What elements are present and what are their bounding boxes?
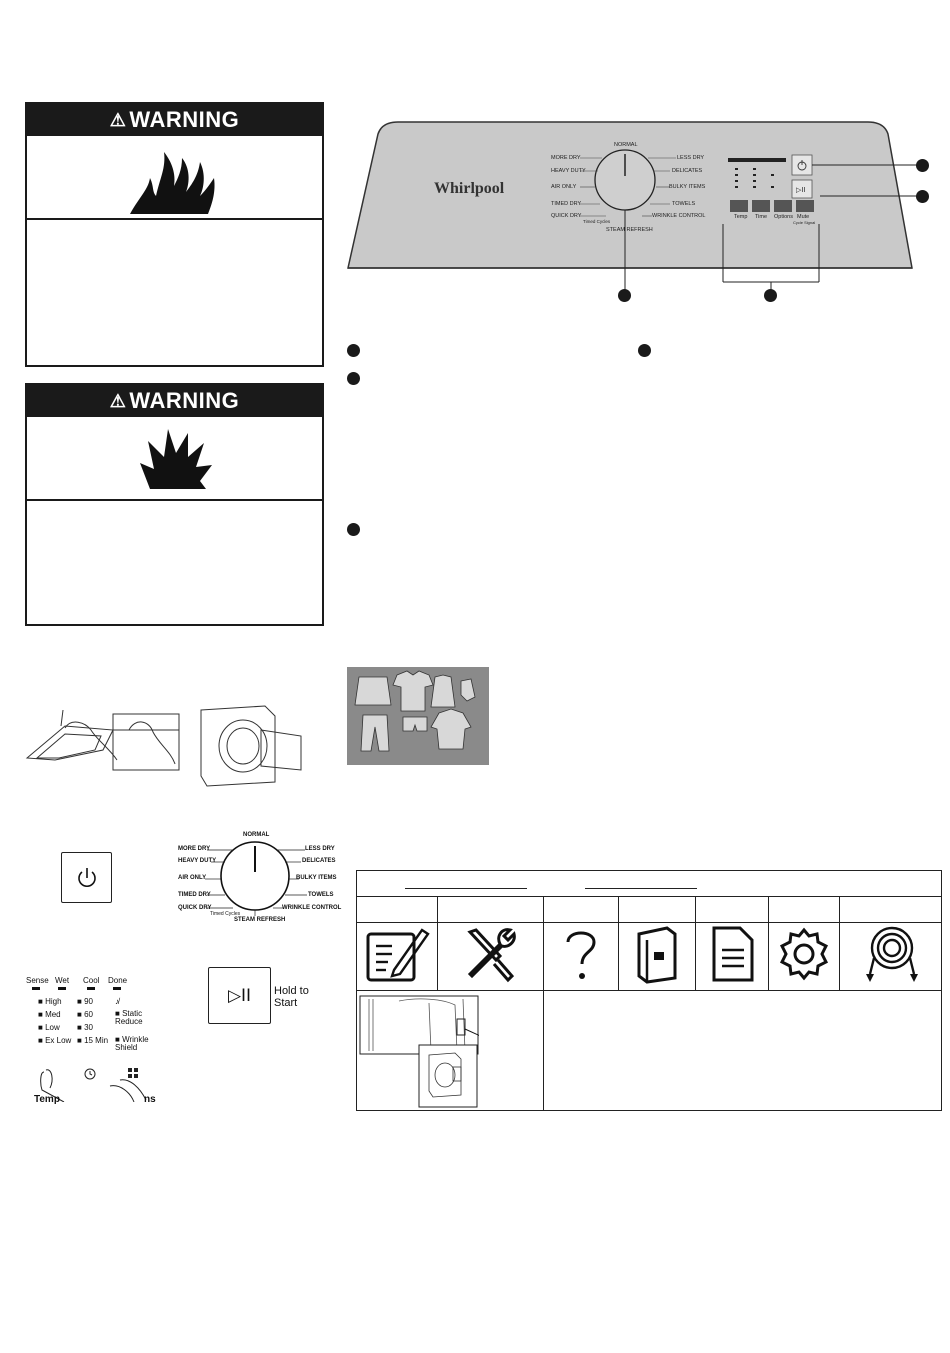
alert-triangle-icon: ⚠ [109,109,127,130]
door-opening-illustrations [25,705,302,787]
notes-icon [356,922,438,991]
panel-button-sublabel: Cycle Signal [793,220,816,225]
cycle-label: NORMAL [614,142,638,148]
dial-cycle-label: STEAM REFRESH [234,917,286,923]
status-header: Sense [26,976,49,985]
play-pause-icon: ▷II [227,985,252,1006]
clothing-illustration [347,667,489,765]
dial-cycle-label: AIR ONLY [178,875,207,881]
panel-button-label: Time [755,214,768,220]
tools-icon [437,922,544,991]
explosion-warning-box: ⚠ WARNING [25,383,324,626]
warning-header: ⚠ WARNING [27,104,322,136]
dial-cycle-label: HEAVY DUTY [178,858,217,864]
dial-cycle-label: MORE DRY [178,846,211,852]
temp-option: ■ Med [38,1010,61,1019]
dial-cycle-label: TOWELS [308,892,334,898]
timed-cycles-label: Timed Cycles [210,911,241,917]
mute-icon: ♪̸ [115,997,119,1006]
status-indicator-bar [58,987,66,990]
brand-logo: Whirlpool [434,180,505,197]
cycle-label: HEAVY DUTY [551,168,586,174]
manual-book-icon [618,922,696,991]
power-button[interactable] [61,852,112,903]
start-button[interactable]: ▷II [208,967,271,1024]
status-header: Wet [55,976,70,985]
cycle-label: STEAM REFRESH [606,227,653,233]
cycle-label: WRINKLE CONTROL [652,213,706,219]
cycle-label: DELICATES [672,168,703,174]
dial-cycle-label: NORMAL [243,832,270,838]
start-button-label: Hold to Start [274,985,309,1009]
fire-icon [27,136,322,220]
time-option: ■ 30 [77,1023,93,1032]
document-icon [695,922,769,991]
dial-cycle-label: QUICK DRY [178,905,212,911]
cycle-label: AIR ONLY [551,184,577,190]
static-reduce-option: ■ Static Reduce [115,1009,143,1026]
time-option: ■ 90 [77,997,93,1006]
callout-marker [764,289,777,302]
question-icon [543,922,619,991]
temp-option: ■ High [38,997,62,1006]
timed-cycles-label: Timed Cycles [583,219,611,224]
callout-marker [347,372,360,385]
callout-marker [916,159,929,172]
cycle-label: LESS DRY [677,155,705,161]
panel-button-label: Options [774,214,793,220]
callout-marker [916,190,929,203]
explosion-icon [27,417,322,501]
alert-triangle-icon: ⚠ [109,390,127,411]
callout-marker [347,523,360,536]
table-header-row [356,870,942,897]
cycle-label: MORE DRY [551,155,581,161]
button-press-illustration [40,1068,147,1102]
status-indicator-bar [113,987,121,990]
cycle-label: QUICK DRY [551,213,582,219]
status-indicator-bar [32,987,40,990]
warning-title: WARNING [129,107,240,132]
dryer-detail-cell [356,990,544,1111]
status-indicator-bar [87,987,95,990]
cycle-label: TIMED DRY [551,201,582,207]
panel-button-label: Temp [734,214,748,220]
dial-cycle-label: BULKY ITEMS [296,875,337,881]
dial-cycle-label: WRINKLE CONTROL [282,905,342,911]
time-option: ■ 15 Min [77,1036,109,1045]
temp-option: ■ Low [38,1023,60,1032]
temp-button-label: Temp [34,1094,60,1105]
cycle-dial[interactable] [175,830,335,930]
status-header: Done [108,976,128,985]
settings-gear-icon [768,922,840,991]
callout-marker [347,344,360,357]
panel-button-label: Mute [797,214,810,220]
warning-title: WARNING [129,388,240,413]
warning-header: ⚠ WARNING [27,385,322,417]
tools-table [356,870,942,1111]
dial-cycle-label: DELICATES [302,858,336,864]
time-option: ■ 60 [77,1010,93,1019]
power-icon [77,867,96,887]
cycle-label: TOWELS [672,201,696,207]
power-cord-icon [839,922,942,991]
options-button-label: ns [144,1094,156,1105]
status-header: Cool [83,976,100,985]
callout-marker [618,289,631,302]
wrinkle-shield-option: ■ Wrinkle Shield [115,1035,149,1052]
temp-option: ■ Ex Low [38,1036,72,1045]
callout-marker [638,344,651,357]
cycle-label: BULKY ITEMS [669,184,706,190]
svg-text:▷II: ▷II [796,187,805,194]
dial-cycle-label: LESS DRY [305,846,335,852]
dryer-label-location-illustration [359,995,479,1108]
dial-cycle-label: TIMED DRY [178,892,211,898]
fire-warning-box: ⚠ WARNING [25,102,324,367]
control-panel-illustration: ▷II [347,121,918,292]
